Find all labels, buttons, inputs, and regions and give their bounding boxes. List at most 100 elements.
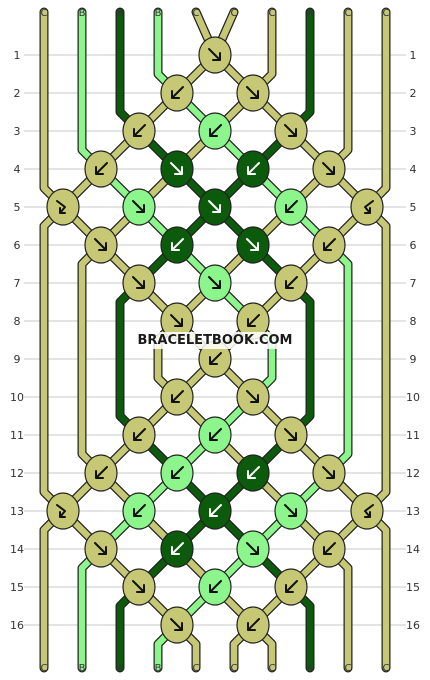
sw-arrow-icon xyxy=(323,542,336,555)
sw-arrow-icon xyxy=(209,428,222,441)
sw-arrow-icon xyxy=(95,466,108,479)
se-arrow-icon xyxy=(246,542,259,555)
strand-label-bottom: B xyxy=(155,663,162,674)
se-arrow-icon xyxy=(94,238,107,251)
row-number-right: 10 xyxy=(406,391,420,404)
knots-layer xyxy=(46,36,384,644)
sw-arrow-icon xyxy=(95,162,108,175)
sw-arrow-icon xyxy=(133,124,146,137)
knot xyxy=(312,454,346,492)
row-number-left: 16 xyxy=(10,619,24,632)
strand-label-top: A xyxy=(117,8,124,19)
sw-arrow-icon xyxy=(209,352,222,365)
knot xyxy=(160,454,194,492)
knot-ellipse xyxy=(350,188,384,226)
knot xyxy=(350,492,384,530)
row-number-right: 4 xyxy=(410,163,417,176)
strand-label-bottom: C xyxy=(41,663,48,674)
sw-arrow-icon xyxy=(285,276,298,289)
sw-arrow-icon xyxy=(133,504,146,517)
row-number-right: 9 xyxy=(410,353,417,366)
knot xyxy=(274,416,308,454)
knot xyxy=(84,454,118,492)
knot xyxy=(198,264,232,302)
strand-label-bottom: C xyxy=(345,663,352,674)
knot xyxy=(236,378,270,416)
knot xyxy=(274,264,308,302)
strand-label-top: C xyxy=(231,8,238,19)
row-number-right: 11 xyxy=(406,429,420,442)
knot xyxy=(236,74,270,112)
knot xyxy=(160,378,194,416)
se-arrow-icon xyxy=(322,466,335,479)
row-number-right: 7 xyxy=(410,277,417,290)
se-arrow-icon xyxy=(170,162,183,175)
knot xyxy=(122,188,156,226)
knot xyxy=(198,112,232,150)
knot xyxy=(84,530,118,568)
strand-label-top: C xyxy=(383,8,390,19)
se-arrow-icon xyxy=(322,162,335,175)
sw-arrow-icon xyxy=(209,124,222,137)
se-arrow-icon xyxy=(284,124,297,137)
sw-arrow-icon xyxy=(209,580,222,593)
knot xyxy=(312,150,346,188)
knot xyxy=(160,226,194,264)
strand-label-bottom: A xyxy=(307,663,314,674)
knot xyxy=(198,568,232,606)
knot xyxy=(274,568,308,606)
row-number-left: 2 xyxy=(14,87,21,100)
sw-arrow-icon xyxy=(247,466,260,479)
row-number-left: 13 xyxy=(10,505,24,518)
se-arrow-icon xyxy=(246,238,259,251)
se-arrow-icon xyxy=(170,618,183,631)
knot xyxy=(84,226,118,264)
knot xyxy=(198,188,232,226)
knot xyxy=(312,226,346,264)
sw-arrow-icon xyxy=(285,580,298,593)
bsw-arrow-icon xyxy=(364,200,374,214)
strand-label-top: B xyxy=(79,8,86,19)
sw-arrow-icon xyxy=(209,504,222,517)
row-number-right: 13 xyxy=(406,505,420,518)
knot xyxy=(350,188,384,226)
se-arrow-icon xyxy=(208,200,221,213)
sw-arrow-icon xyxy=(247,162,260,175)
bsw-arrow-icon xyxy=(364,504,374,518)
row-number-left: 6 xyxy=(14,239,21,252)
knot xyxy=(160,530,194,568)
sw-arrow-icon xyxy=(247,314,260,327)
sw-arrow-icon xyxy=(171,86,184,99)
se-arrow-icon xyxy=(208,276,221,289)
se-arrow-icon xyxy=(284,504,297,517)
row-number-right: 2 xyxy=(410,87,417,100)
knot xyxy=(236,606,270,644)
row-number-left: 7 xyxy=(14,277,21,290)
sw-arrow-icon xyxy=(171,390,184,403)
knot xyxy=(274,112,308,150)
se-arrow-icon xyxy=(246,390,259,403)
strand-label-bottom: A xyxy=(117,663,124,674)
knot xyxy=(46,188,80,226)
strand-label-bottom: C xyxy=(383,663,390,674)
knot xyxy=(198,492,232,530)
se-arrow-icon xyxy=(94,542,107,555)
sw-arrow-icon xyxy=(171,466,184,479)
strand-label-top: C xyxy=(345,8,352,19)
row-number-left: 14 xyxy=(10,543,24,556)
knot xyxy=(46,492,80,530)
row-number-right: 1 xyxy=(410,49,417,62)
row-number-right: 3 xyxy=(410,125,417,138)
se-arrow-icon xyxy=(132,200,145,213)
knot xyxy=(312,530,346,568)
strand-label-top: B xyxy=(155,8,162,19)
row-number-left: 9 xyxy=(14,353,21,366)
strand-C xyxy=(40,8,67,672)
knot xyxy=(236,150,270,188)
sw-arrow-icon xyxy=(171,542,184,555)
strand-label-top: C xyxy=(41,8,48,19)
row-number-left: 3 xyxy=(14,125,21,138)
strand-label-bottom: C xyxy=(193,663,200,674)
